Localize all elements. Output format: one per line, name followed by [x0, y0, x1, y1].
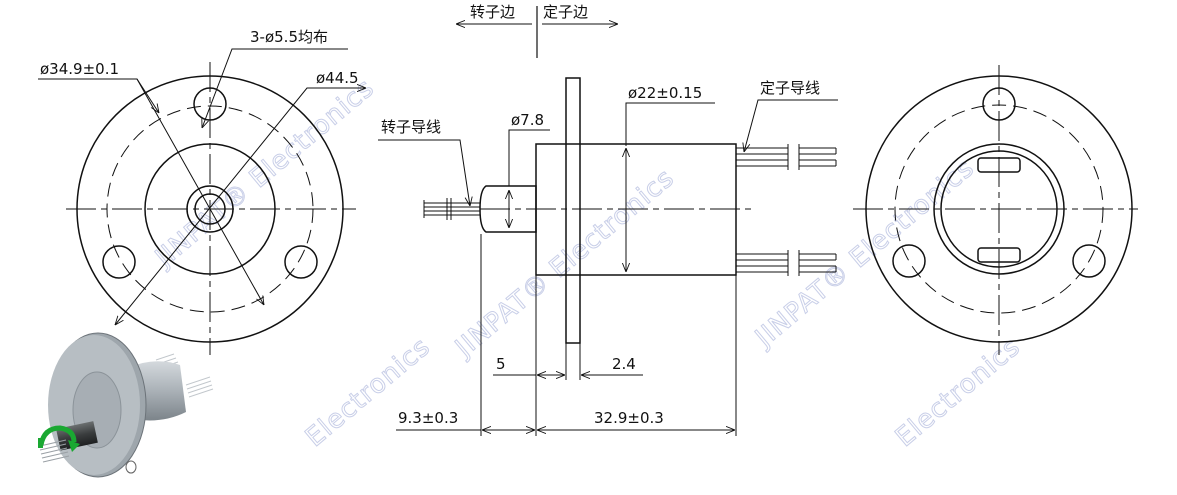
flange-offset-dim: 5 — [496, 355, 506, 373]
iso-render — [38, 332, 214, 478]
body-length-dim: 32.9±0.3 — [594, 409, 664, 427]
shaft-length-dim: 9.3±0.3 — [398, 409, 459, 427]
stator-leads-label: 定子导线 — [760, 79, 821, 97]
body-diameter-label: ø22±0.15 — [628, 84, 703, 102]
bolt-circle-diameter-label: ø34.9±0.1 — [40, 60, 119, 78]
shaft-diameter-label: ø7.8 — [511, 111, 545, 129]
rotor-side-label: 转子边 — [470, 3, 516, 21]
stator-side-label: 定子边 — [543, 3, 589, 21]
outer-diameter-label: ø44.5 — [316, 69, 359, 87]
side-view — [378, 6, 838, 436]
hole-pattern-label: 3-ø5.5均布 — [250, 28, 328, 46]
rotor-leads-label: 转子导线 — [381, 118, 442, 136]
front-view — [38, 48, 366, 355]
flange-thickness-dim: 2.4 — [612, 355, 636, 373]
rear-view — [853, 65, 1138, 355]
